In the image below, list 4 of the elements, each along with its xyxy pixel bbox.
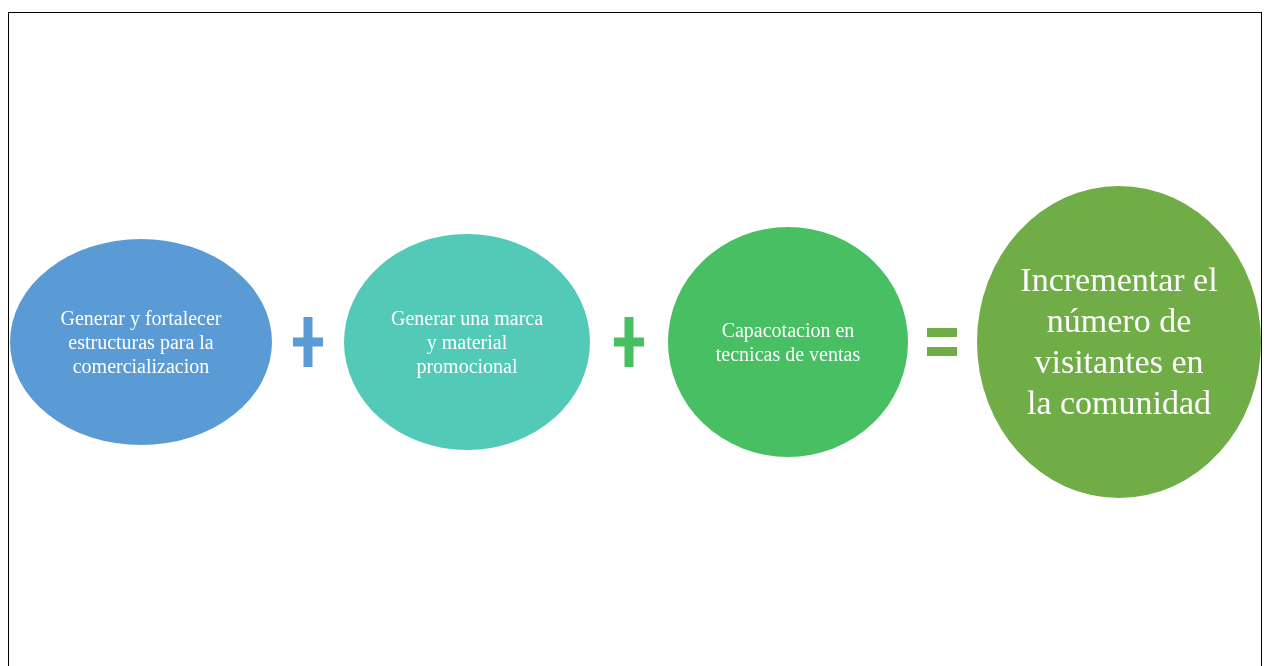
node-label: Capacotacion en tecnicas de ventas xyxy=(714,318,862,366)
node-label: Generar una marca y material promocional xyxy=(389,306,545,378)
node-label: Generar y fortalecer estructuras para la comercializacion xyxy=(59,306,223,378)
node-label: Incrementar el número de visitantes en la comunidad xyxy=(1019,260,1219,423)
